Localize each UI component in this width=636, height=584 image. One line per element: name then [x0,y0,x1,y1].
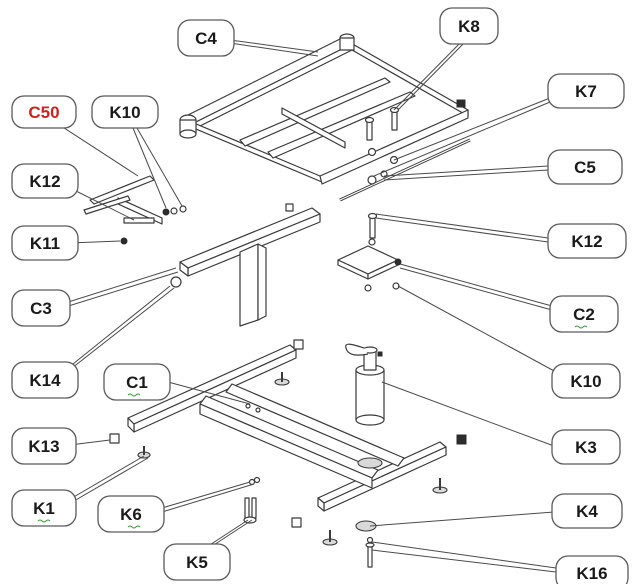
label-k13: K13 [11,427,77,465]
svg-text:K10: K10 [570,372,601,391]
label-k5: K5 [163,543,231,581]
label-k8: K8 [439,7,499,45]
svg-text:K10: K10 [109,103,140,122]
svg-text:K16: K16 [576,564,607,583]
label-c50: C50 [11,95,77,129]
svg-text:K8: K8 [458,17,480,36]
svg-text:C3: C3 [30,299,52,318]
svg-text:K7: K7 [575,82,597,101]
label-k7: K7 [547,73,625,109]
bolts-k8 [364,106,400,165]
svg-text:K12: K12 [571,232,602,251]
svg-text:C1: C1 [126,373,148,392]
top-frame-c4 [179,33,469,185]
label-c4: C4 [177,19,235,57]
gas-cylinder-k3 [345,343,385,426]
svg-text:K12: K12 [29,172,60,191]
svg-text:K4: K4 [576,502,598,521]
label-k10-bottom: K10 [551,363,621,399]
label-k14: K14 [11,361,79,399]
svg-text:K6: K6 [120,505,142,524]
svg-text:C2: C2 [573,305,595,324]
label-k1: K1 [11,489,77,527]
label-k4: K4 [551,493,623,529]
label-k3: K3 [551,429,621,465]
column-c3 [170,203,321,327]
label-c2: C2 [549,295,619,333]
leader-lines [57,36,557,573]
svg-text:C5: C5 [574,158,596,177]
rod-c5 [339,138,471,202]
svg-text:K13: K13 [28,437,59,456]
label-k12-right: K12 [547,223,627,259]
label-c1: C1 [103,363,171,401]
label-c3: C3 [11,289,71,327]
label-k10-top: K10 [91,95,159,129]
label-k12-left: K12 [11,163,79,199]
svg-text:K5: K5 [186,553,208,572]
label-k6: K6 [97,495,165,533]
pedal-lever-c50 [83,175,187,245]
svg-text:K1: K1 [33,499,55,518]
label-k11: K11 [11,225,79,261]
label-c5: C5 [547,149,623,185]
svg-text:K14: K14 [29,371,61,390]
svg-text:K11: K11 [30,234,60,253]
base-c1 [127,344,447,512]
svg-text:C4: C4 [195,29,217,48]
mount-plate-c2 [337,212,402,292]
label-k16: K16 [555,555,629,584]
feet-and-caps [109,339,467,568]
svg-text:K3: K3 [575,438,597,457]
svg-text:C50: C50 [28,103,59,122]
